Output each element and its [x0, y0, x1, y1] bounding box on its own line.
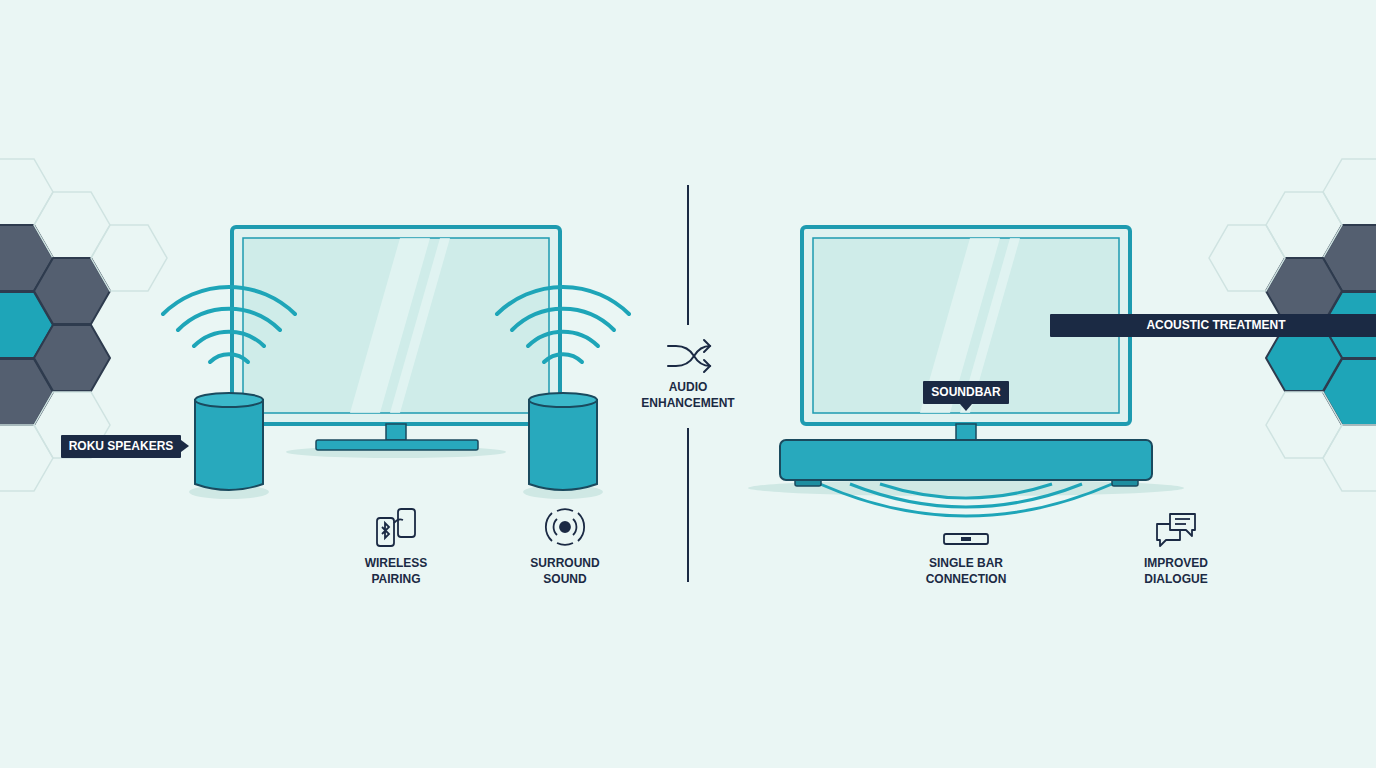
tag-text: ACOUSTIC TREATMENT [1058, 318, 1374, 333]
hexagon [1323, 159, 1376, 225]
sound-waves [163, 287, 629, 362]
hexagon [1323, 425, 1376, 491]
hexagon [0, 425, 53, 491]
feature-label: SURROUND SOUND [520, 555, 610, 587]
single-bar-icon [944, 534, 988, 544]
feature-label: SINGLE BAR CONNECTION [918, 555, 1014, 587]
surround-sound-icon [546, 509, 584, 545]
hexagon [0, 159, 53, 225]
hexagon [1266, 192, 1342, 258]
hexagon [34, 192, 110, 258]
hexagon [91, 225, 167, 291]
soundbar [748, 440, 1184, 516]
hexagon [1209, 225, 1285, 291]
feature-label: AUDIO ENHANCEMENT [628, 379, 748, 411]
tv-left [232, 227, 560, 458]
tag-text: ROKU SPEAKERS [69, 439, 174, 454]
tag-text: SOUNDBAR [931, 385, 1000, 400]
callout-tag: ROKU SPEAKERS [61, 435, 182, 458]
speaker-left [189, 393, 269, 499]
shuffle-icon [668, 340, 710, 372]
hexagon [34, 325, 110, 391]
hexagon [1266, 392, 1342, 458]
feature-label: IMPROVED DIALOGUE [1131, 555, 1221, 587]
feature-label: WIRELESS PAIRING [351, 555, 441, 587]
dialogue-icon [1157, 514, 1195, 546]
wireless-pairing-icon [377, 509, 415, 546]
callout-tag: SOUNDBAR [923, 381, 1008, 404]
callout-tag: ACOUSTIC TREATMENT [1050, 314, 1376, 337]
speaker-right [523, 393, 603, 499]
hexagon [34, 258, 110, 324]
